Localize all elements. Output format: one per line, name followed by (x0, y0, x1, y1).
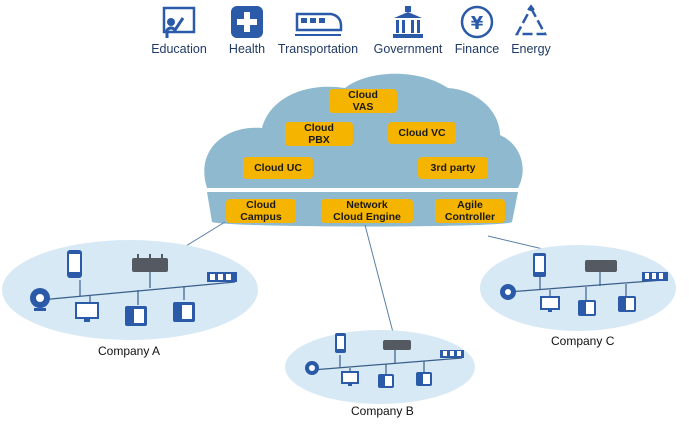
router-icon (383, 340, 411, 350)
company-c-lan (480, 245, 676, 331)
switch-icon (642, 272, 668, 281)
industry-government: Government (368, 0, 448, 56)
mobile-phone-icon (533, 253, 546, 277)
cloud-vc-box: Cloud VC (388, 122, 456, 144)
mobile-phone-icon (67, 250, 82, 278)
industry-label: Energy (511, 42, 551, 56)
router-icon (585, 260, 617, 272)
government-building-icon (393, 6, 423, 38)
webcam-icon (305, 361, 319, 375)
cloud-vas-box: Cloud VAS (329, 89, 397, 113)
industry-label: Transportation (277, 42, 359, 56)
yen-coin-icon: ¥ (460, 5, 494, 39)
agile-controller-box: Agile Controller (435, 199, 505, 223)
webcam-icon (500, 284, 516, 300)
desk-phone-icon (416, 372, 432, 386)
industry-label: Health (228, 42, 266, 56)
desk-phone-icon (578, 300, 596, 316)
education-icon (162, 6, 196, 38)
webcam-icon (30, 288, 50, 311)
industry-energy: Energy (505, 0, 557, 56)
svg-text:¥: ¥ (471, 13, 484, 34)
industry-finance: ¥ Finance (448, 0, 506, 56)
company-a-label: Company A (98, 344, 161, 358)
cloud-campus-box: Cloud Campus (226, 199, 296, 223)
cloud-uc-box: Cloud UC (243, 157, 313, 179)
monitor-icon (341, 371, 359, 386)
third-party-box: 3rd party (418, 157, 488, 179)
company-b-lan (285, 330, 475, 404)
company-c-label: Company C (551, 334, 615, 348)
industry-label: Government (373, 42, 443, 56)
desk-phone-icon (618, 296, 636, 312)
recycle-icon (514, 4, 548, 36)
industry-label: Finance (454, 42, 500, 56)
monitor-icon (540, 296, 560, 312)
desk-phone-icon (125, 306, 147, 326)
train-icon (295, 12, 343, 36)
company-b-label: Company B (351, 404, 414, 418)
health-icon (231, 6, 263, 38)
company-a-lan (2, 240, 258, 340)
router-icon (132, 254, 168, 272)
industry-health: Health (218, 0, 276, 56)
switch-icon (207, 272, 237, 282)
monitor-icon (75, 302, 99, 322)
switch-icon (440, 350, 464, 358)
desk-phone-icon (173, 302, 195, 322)
industry-transportation: Transportation (276, 0, 360, 56)
network-cloud-engine-box: Network Cloud Engine (321, 199, 413, 223)
desk-phone-icon (378, 374, 394, 388)
cloud-pbx-box: Cloud PBX (285, 122, 353, 146)
mobile-phone-icon (335, 333, 346, 353)
industry-label: Education (151, 42, 207, 56)
industry-education: Education (140, 0, 218, 56)
